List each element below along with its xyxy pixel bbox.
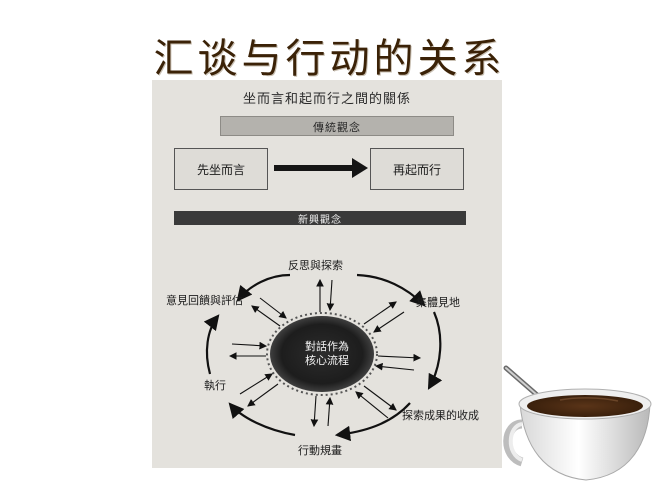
coffee-cup-image [503, 365, 652, 481]
diagram-title: 坐而言和起而行之間的關係 [242, 92, 411, 107]
act-later-label: 再起而行 [392, 163, 441, 177]
diagram-graphics [203, 158, 443, 442]
scanned-diagram: 坐而言和起而行之間的關係 傳統觀念 先坐而言 再起而行 新興觀念 對話作為 核心… [152, 80, 502, 468]
stage-collective-insight: 集體見地 [416, 296, 460, 309]
stage-feedback-evaluation: 意見回饋與評估 [166, 294, 243, 307]
core-node [266, 312, 378, 396]
slide-title: 汇谈与行动的关系 [153, 36, 506, 82]
new-concept-label: 新興觀念 [298, 215, 342, 226]
core-label-line1: 對話作為 [305, 340, 349, 353]
stage-action-planning: 行動規畫 [298, 444, 342, 457]
new-concept-bar: 新興觀念 [174, 211, 466, 226]
core-label-line2: 核心流程 [305, 354, 349, 367]
stage-execution: 執行 [204, 379, 226, 392]
act-later-box: 再起而行 [370, 148, 464, 190]
flow-arrow [274, 158, 368, 178]
stage-harvest-results: 探索成果的收成 [402, 409, 479, 422]
speak-first-label: 先坐而言 [196, 163, 245, 177]
stage-reflection-exploration: 反思與探索 [288, 259, 343, 272]
traditional-concept-label: 傳統觀念 [313, 121, 361, 134]
speak-first-box: 先坐而言 [174, 148, 268, 190]
outer-cycle [203, 273, 443, 442]
spoke-arrows [228, 278, 422, 428]
traditional-concept-bar: 傳統觀念 [220, 116, 454, 136]
